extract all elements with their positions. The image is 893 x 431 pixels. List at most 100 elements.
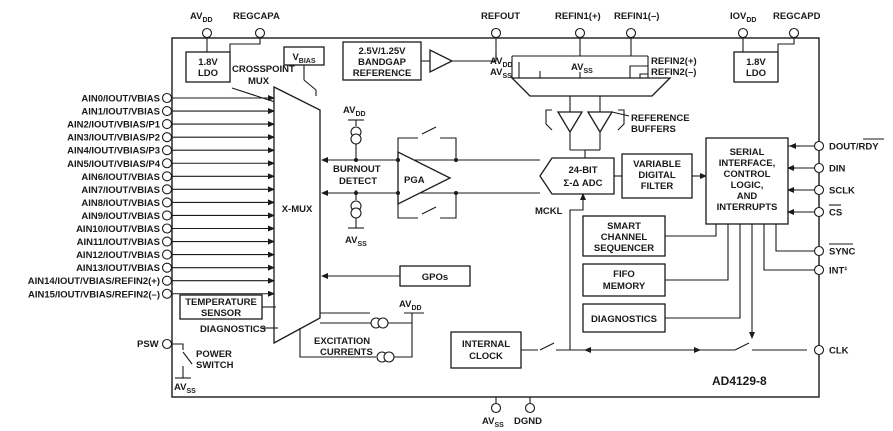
ain-pin-label: AIN6/IOUT/VBIAS xyxy=(81,172,160,183)
ain-pin-label: AIN8/IOUT/VBIAS xyxy=(81,198,160,209)
ain-pin-circle xyxy=(161,92,173,104)
avss-psw-label: AVSS xyxy=(174,382,196,395)
ain-pin: AIN12/IOUT/VBIAS xyxy=(76,249,275,261)
serial-line4: LOGIC, xyxy=(731,180,764,191)
ain-pin: AIN9/IOUT/VBIAS xyxy=(81,210,275,222)
int-pin-label: INT¹ xyxy=(829,266,847,277)
ain-pin: AIN0/IOUT/VBIAS xyxy=(81,92,275,105)
ain-pin: AIN15/IOUT/VBIAS/REFIN2(–) xyxy=(28,288,275,300)
filter-line2: DIGITAL xyxy=(638,170,675,181)
sync-pin-circle xyxy=(813,245,825,257)
ain-pin-label: AIN10/IOUT/VBIAS xyxy=(76,224,160,235)
adc-line1: 24-BIT xyxy=(568,165,597,176)
serial-line1: SERIAL xyxy=(730,147,765,158)
ain-pin-label: AIN2/IOUT/VBIAS/P1 xyxy=(67,120,161,131)
int-pin-circle xyxy=(813,264,825,276)
ain-pin-circle xyxy=(161,223,173,234)
ain-pin-circle xyxy=(161,171,173,182)
ain-pin-label: AIN0/IOUT/VBIAS xyxy=(81,94,160,105)
ain-pin-label: AIN9/IOUT/VBIAS xyxy=(81,211,160,222)
refin1-minus-pin: REFIN1(–) xyxy=(614,11,659,56)
burnout-line1: BURNOUT xyxy=(333,164,381,175)
bandgap-line3: REFERENCE xyxy=(353,68,412,79)
temp-line1: TEMPERATURE xyxy=(185,297,257,308)
dgnd-label: DGND xyxy=(514,416,542,427)
avss-bottom-label: AVSS xyxy=(482,416,504,429)
ldo-a-block: 1.8V LDO xyxy=(185,51,231,83)
ain-pin-label: AIN14/IOUT/VBIAS/REFIN2(+) xyxy=(28,276,160,287)
seq-line3: SEQUENCER xyxy=(594,243,654,254)
adc-block: 24-BIT Σ-Δ ADC xyxy=(539,157,615,195)
ldo-d-block: 1.8V LDO xyxy=(733,51,779,83)
serial-line3: CONTROL xyxy=(724,169,771,180)
crosspoint-leader xyxy=(231,87,282,105)
power-switch: POWER SWITCH AVSS xyxy=(172,343,234,395)
avdd-burnout-label: AVDD xyxy=(343,105,366,118)
ain-pin: AIN13/IOUT/VBIAS xyxy=(76,262,275,274)
bandgap-line1: 2.5V/1.25V xyxy=(358,46,406,57)
dout-rdy-pin: DOUT/RDY xyxy=(813,138,884,153)
internal-clock-block: INTERNAL CLOCK xyxy=(450,331,522,369)
ain-pin: AIN3/IOUT/VBIAS/P2 xyxy=(67,132,275,144)
excitation-currents: AVDD EXCITATION CURRENTS xyxy=(299,299,424,363)
power-switch-line1: POWER xyxy=(196,349,232,360)
filter-line1: VARIABLE xyxy=(633,159,681,170)
serial-interface-block: SERIAL INTERFACE, CONTROL LOGIC, AND INT… xyxy=(705,137,789,225)
din-pin-circle xyxy=(813,162,825,174)
regcapa-label: REGCAPA xyxy=(233,11,280,22)
pga-label: PGA xyxy=(404,175,425,186)
reference-buffer-amp xyxy=(429,48,454,74)
ain-pin-circle xyxy=(161,210,173,221)
ain-pin-label: AIN7/IOUT/VBIAS xyxy=(81,185,160,196)
excitation-line2: CURRENTS xyxy=(320,347,373,358)
ain-pin-circle xyxy=(161,158,173,169)
dgnd-pin: DGND xyxy=(514,397,542,427)
avss-bottom-pin: AVSS xyxy=(482,397,504,429)
dout-rdy-pin-circle xyxy=(813,140,825,152)
din-pin: DIN xyxy=(813,162,846,175)
ain-pin-circle xyxy=(161,249,173,260)
crosspoint-mux-line2: MUX xyxy=(248,76,270,87)
clock-line1: INTERNAL xyxy=(462,339,510,350)
avss-burnout-label: AVSS xyxy=(345,235,367,248)
sync-pin-label: SYNC xyxy=(829,247,856,258)
gpos-block: GPOs xyxy=(399,265,471,287)
fifo-block: FIFO MEMORY xyxy=(582,263,666,297)
ain-pin-label: AIN1/IOUT/VBIAS xyxy=(81,107,160,118)
refin1-minus-label: REFIN1(–) xyxy=(614,11,659,22)
din-pin-label: DIN xyxy=(829,164,846,175)
psw-pin: PSW xyxy=(137,338,173,350)
fifo-line1: FIFO xyxy=(613,269,635,280)
ain-pin-circle xyxy=(161,132,173,143)
ldo-a-line1: 1.8V xyxy=(198,57,218,68)
clk-pin-label: CLK xyxy=(829,346,849,357)
iovdd-label: IOVDD xyxy=(730,11,757,24)
cs-pin-label: CS xyxy=(829,208,842,219)
cs-pin-circle xyxy=(813,206,825,218)
regcapd-pin: REGCAPD xyxy=(773,11,821,52)
ain-pin-circle xyxy=(161,106,173,117)
ain-pin-circle xyxy=(161,184,173,195)
ain-pin-circle xyxy=(161,288,173,299)
cs-pin: CS xyxy=(813,204,842,219)
ldo-a-line2: LDO xyxy=(198,68,218,79)
ain-pin-circle xyxy=(161,236,173,247)
bandgap-line2: BANDGAP xyxy=(358,57,407,68)
ref-buffers-line1: REFERENCE xyxy=(631,113,690,124)
digital-filter-block: VARIABLE DIGITAL FILTER xyxy=(621,153,693,199)
refin1-plus-label: REFIN1(+) xyxy=(555,11,601,22)
ain-pin-label: AIN12/IOUT/VBIAS xyxy=(76,250,160,261)
ain-pin-circle xyxy=(161,275,173,286)
xmux-block: X-MUX xyxy=(273,85,321,345)
ain-pin-circle xyxy=(161,262,173,273)
refin2-minus-label: REFIN2(–) xyxy=(651,67,696,78)
ref-buffers-line2: BUFFERS xyxy=(631,124,676,135)
iovdd-pin: IOVDD xyxy=(730,11,757,52)
refin2-plus-label: REFIN2(+) xyxy=(651,56,697,67)
ain-pin: AIN14/IOUT/VBIAS/REFIN2(+) xyxy=(28,275,275,287)
part-number: AD4129-8 xyxy=(712,374,767,388)
burnout-line2: DETECT xyxy=(339,176,377,187)
ain-pin-circle xyxy=(161,197,173,208)
analog-input-pins: AIN0/IOUT/VBIAS AIN1/IOUT/VBIAS AIN2/IOUT/… xyxy=(28,92,275,300)
ain-pin-label: AIN11/IOUT/VBIAS xyxy=(77,237,160,248)
